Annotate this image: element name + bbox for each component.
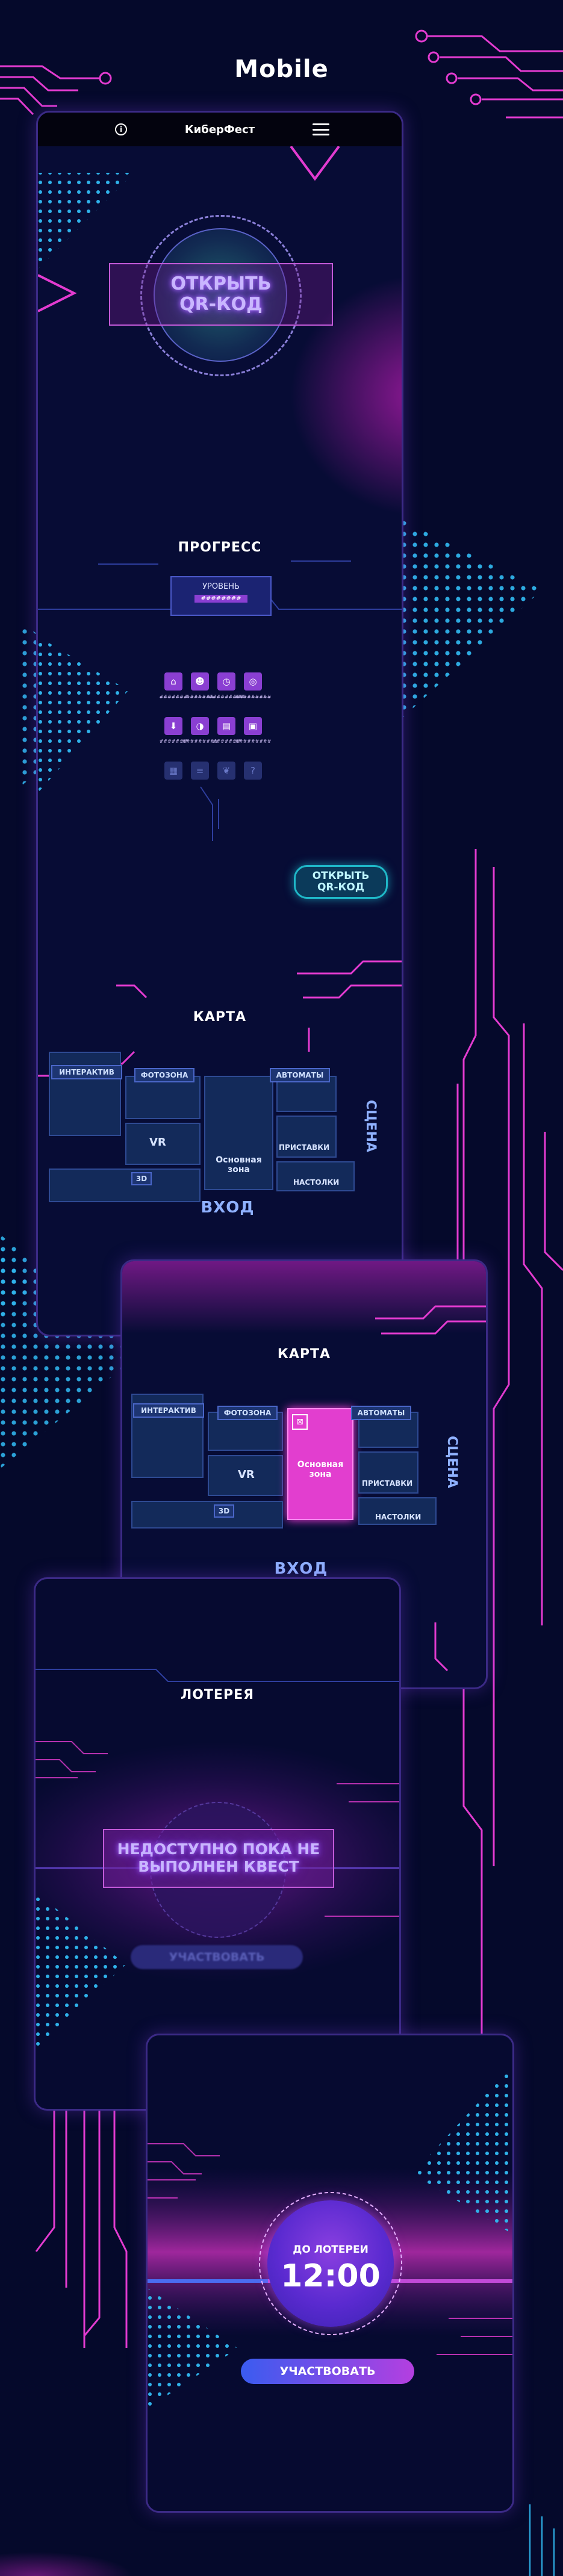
tag-interactive: ИНТЕРАКТИВ — [51, 1065, 122, 1079]
badge-7[interactable]: ▤ — [217, 717, 235, 735]
tag-arcade: АВТОМАТЫ — [270, 1068, 330, 1082]
map-title: КАРТА — [193, 1010, 247, 1025]
screen-lottery-countdown: ДО ЛОТЕРЕИ 12:00 УЧАСТВОВАТЬ — [146, 2034, 514, 2513]
badge-8-label: ######### — [235, 739, 272, 744]
label-consoles: ПРИСТАВКИ — [279, 1143, 330, 1152]
open-qr-button[interactable]: ОТКРЫТЬ QR-КОД — [294, 865, 388, 899]
badge-1-label: ####### — [159, 694, 188, 700]
zone-vr-2[interactable] — [208, 1455, 283, 1496]
zone-vr[interactable] — [125, 1123, 201, 1165]
page-title: Mobile — [234, 55, 329, 83]
zone-tabletop[interactable] — [276, 1161, 355, 1191]
tag-photozone: ФОТОЗОНА — [134, 1068, 194, 1082]
stage-label: СЦЕНА — [363, 1100, 378, 1153]
badge-4-label: ######### — [235, 694, 272, 700]
badge-5[interactable]: ⬇ — [164, 717, 182, 735]
badge-locked-2[interactable]: ≡ — [191, 762, 209, 780]
zone-interactive[interactable] — [49, 1052, 121, 1136]
tag-arcade-2: АВТОМАТЫ — [351, 1406, 411, 1420]
badge-locked-1[interactable]: ▦ — [164, 762, 182, 780]
label-consoles-2: ПРИСТАВКИ — [362, 1479, 413, 1488]
open-qr-button-label: ОТКРЫТЬ QR-КОД — [312, 870, 370, 893]
info-icon[interactable]: i — [115, 123, 127, 135]
open-qr-label: ОТКРЫТЬ QR-КОД — [170, 273, 272, 315]
label-vr-2: VR — [238, 1468, 255, 1481]
badge-8[interactable]: ▣ — [244, 717, 262, 735]
countdown-ring — [259, 2192, 402, 2335]
level-box: УРОВЕНЬ ######## — [170, 576, 272, 616]
badge-locked-3[interactable]: ❦ — [217, 762, 235, 780]
badge-3[interactable]: ◷ — [217, 672, 235, 691]
entry-label-2: ВХОД — [274, 1560, 328, 1578]
tag-3d: 3D — [131, 1172, 152, 1185]
badge-4[interactable]: ◎ — [244, 672, 262, 691]
lottery-title: ЛОТЕРЕЯ — [180, 1687, 255, 1702]
zone-3d-2[interactable] — [131, 1501, 283, 1529]
tag-photozone-2: ФОТОЗОНА — [217, 1406, 278, 1420]
badge-2-label: ####### — [185, 694, 214, 700]
tag-3d-2: 3D — [214, 1504, 234, 1518]
screen-lottery-locked: ЛОТЕРЕЯ НЕДОСТУПНО ПОКА НЕ ВЫПОЛНЕН КВЕС… — [34, 1577, 401, 2111]
level-label: УРОВЕНЬ — [202, 582, 240, 591]
screen-map-decor — [122, 1261, 486, 1672]
screen-main: i КиберФест ОТКРЫТЬ QR-КОД ПРОГРЕСС УРОВ… — [36, 111, 403, 1336]
screen-main-decor — [38, 145, 402, 1077]
zone-main-selected[interactable] — [287, 1408, 353, 1520]
badge-6[interactable]: ◑ — [191, 717, 209, 735]
badge-7-label: ####### — [212, 739, 241, 744]
progress-title: ПРОГРЕСС — [178, 540, 262, 555]
qr-ring — [140, 215, 302, 376]
entry-label: ВХОД — [201, 1199, 255, 1217]
label-main: Основная зона — [216, 1155, 262, 1175]
label-tabletop: НАСТОЛКИ — [293, 1178, 340, 1187]
participate-button-disabled[interactable]: УЧАСТВОВАТЬ — [131, 1945, 303, 1969]
zone-tabletop-2[interactable] — [358, 1497, 437, 1525]
until-lottery-label: ДО ЛОТЕРЕИ — [293, 2244, 369, 2256]
badge-5-label: ####### — [159, 739, 188, 744]
map-title-2: КАРТА — [277, 1347, 331, 1362]
badge-3-label: ######### — [208, 694, 245, 700]
tag-interactive-2: ИНТЕРАКТИВ — [133, 1403, 204, 1418]
participate-label: УЧАСТВОВАТЬ — [279, 2365, 376, 2378]
selected-zone-icon: ⊠ — [292, 1414, 308, 1430]
participate-button[interactable]: УЧАСТВОВАТЬ — [241, 2359, 414, 2384]
stage-label-2: СЦЕНА — [444, 1436, 459, 1489]
level-value: ######## — [194, 595, 247, 603]
zone-consoles-2[interactable] — [358, 1451, 418, 1494]
label-main-2: Основная зона — [297, 1460, 344, 1479]
badge-locked-4[interactable]: ? — [244, 762, 262, 780]
open-qr-banner[interactable]: ОТКРЫТЬ QR-КОД — [109, 263, 333, 326]
zone-3d[interactable] — [49, 1169, 201, 1202]
app-bar: i КиберФест — [38, 113, 402, 146]
countdown-time: 12:00 — [281, 2258, 381, 2294]
qr-ring-inner — [154, 228, 287, 362]
zone-main[interactable] — [204, 1076, 273, 1190]
badge-1[interactable]: ⌂ — [164, 672, 182, 691]
badge-6-label: ######### — [182, 739, 219, 744]
label-vr: VR — [149, 1136, 166, 1149]
lottery-locked-label: НЕДОСТУПНО ПОКА НЕ ВЫПОЛНЕН КВЕСТ — [117, 1840, 320, 1875]
label-tabletop-2: НАСТОЛКИ — [375, 1513, 421, 1521]
app-title: КиберФест — [184, 123, 255, 136]
badge-2[interactable]: ☻ — [191, 672, 209, 691]
participate-disabled-label: УЧАСТВОВАТЬ — [169, 1951, 265, 1964]
menu-icon[interactable] — [313, 123, 329, 135]
zone-consoles[interactable] — [276, 1116, 337, 1158]
lottery-locked-banner: НЕДОСТУПНО ПОКА НЕ ВЫПОЛНЕН КВЕСТ — [103, 1829, 334, 1888]
countdown-circle — [267, 2200, 394, 2327]
